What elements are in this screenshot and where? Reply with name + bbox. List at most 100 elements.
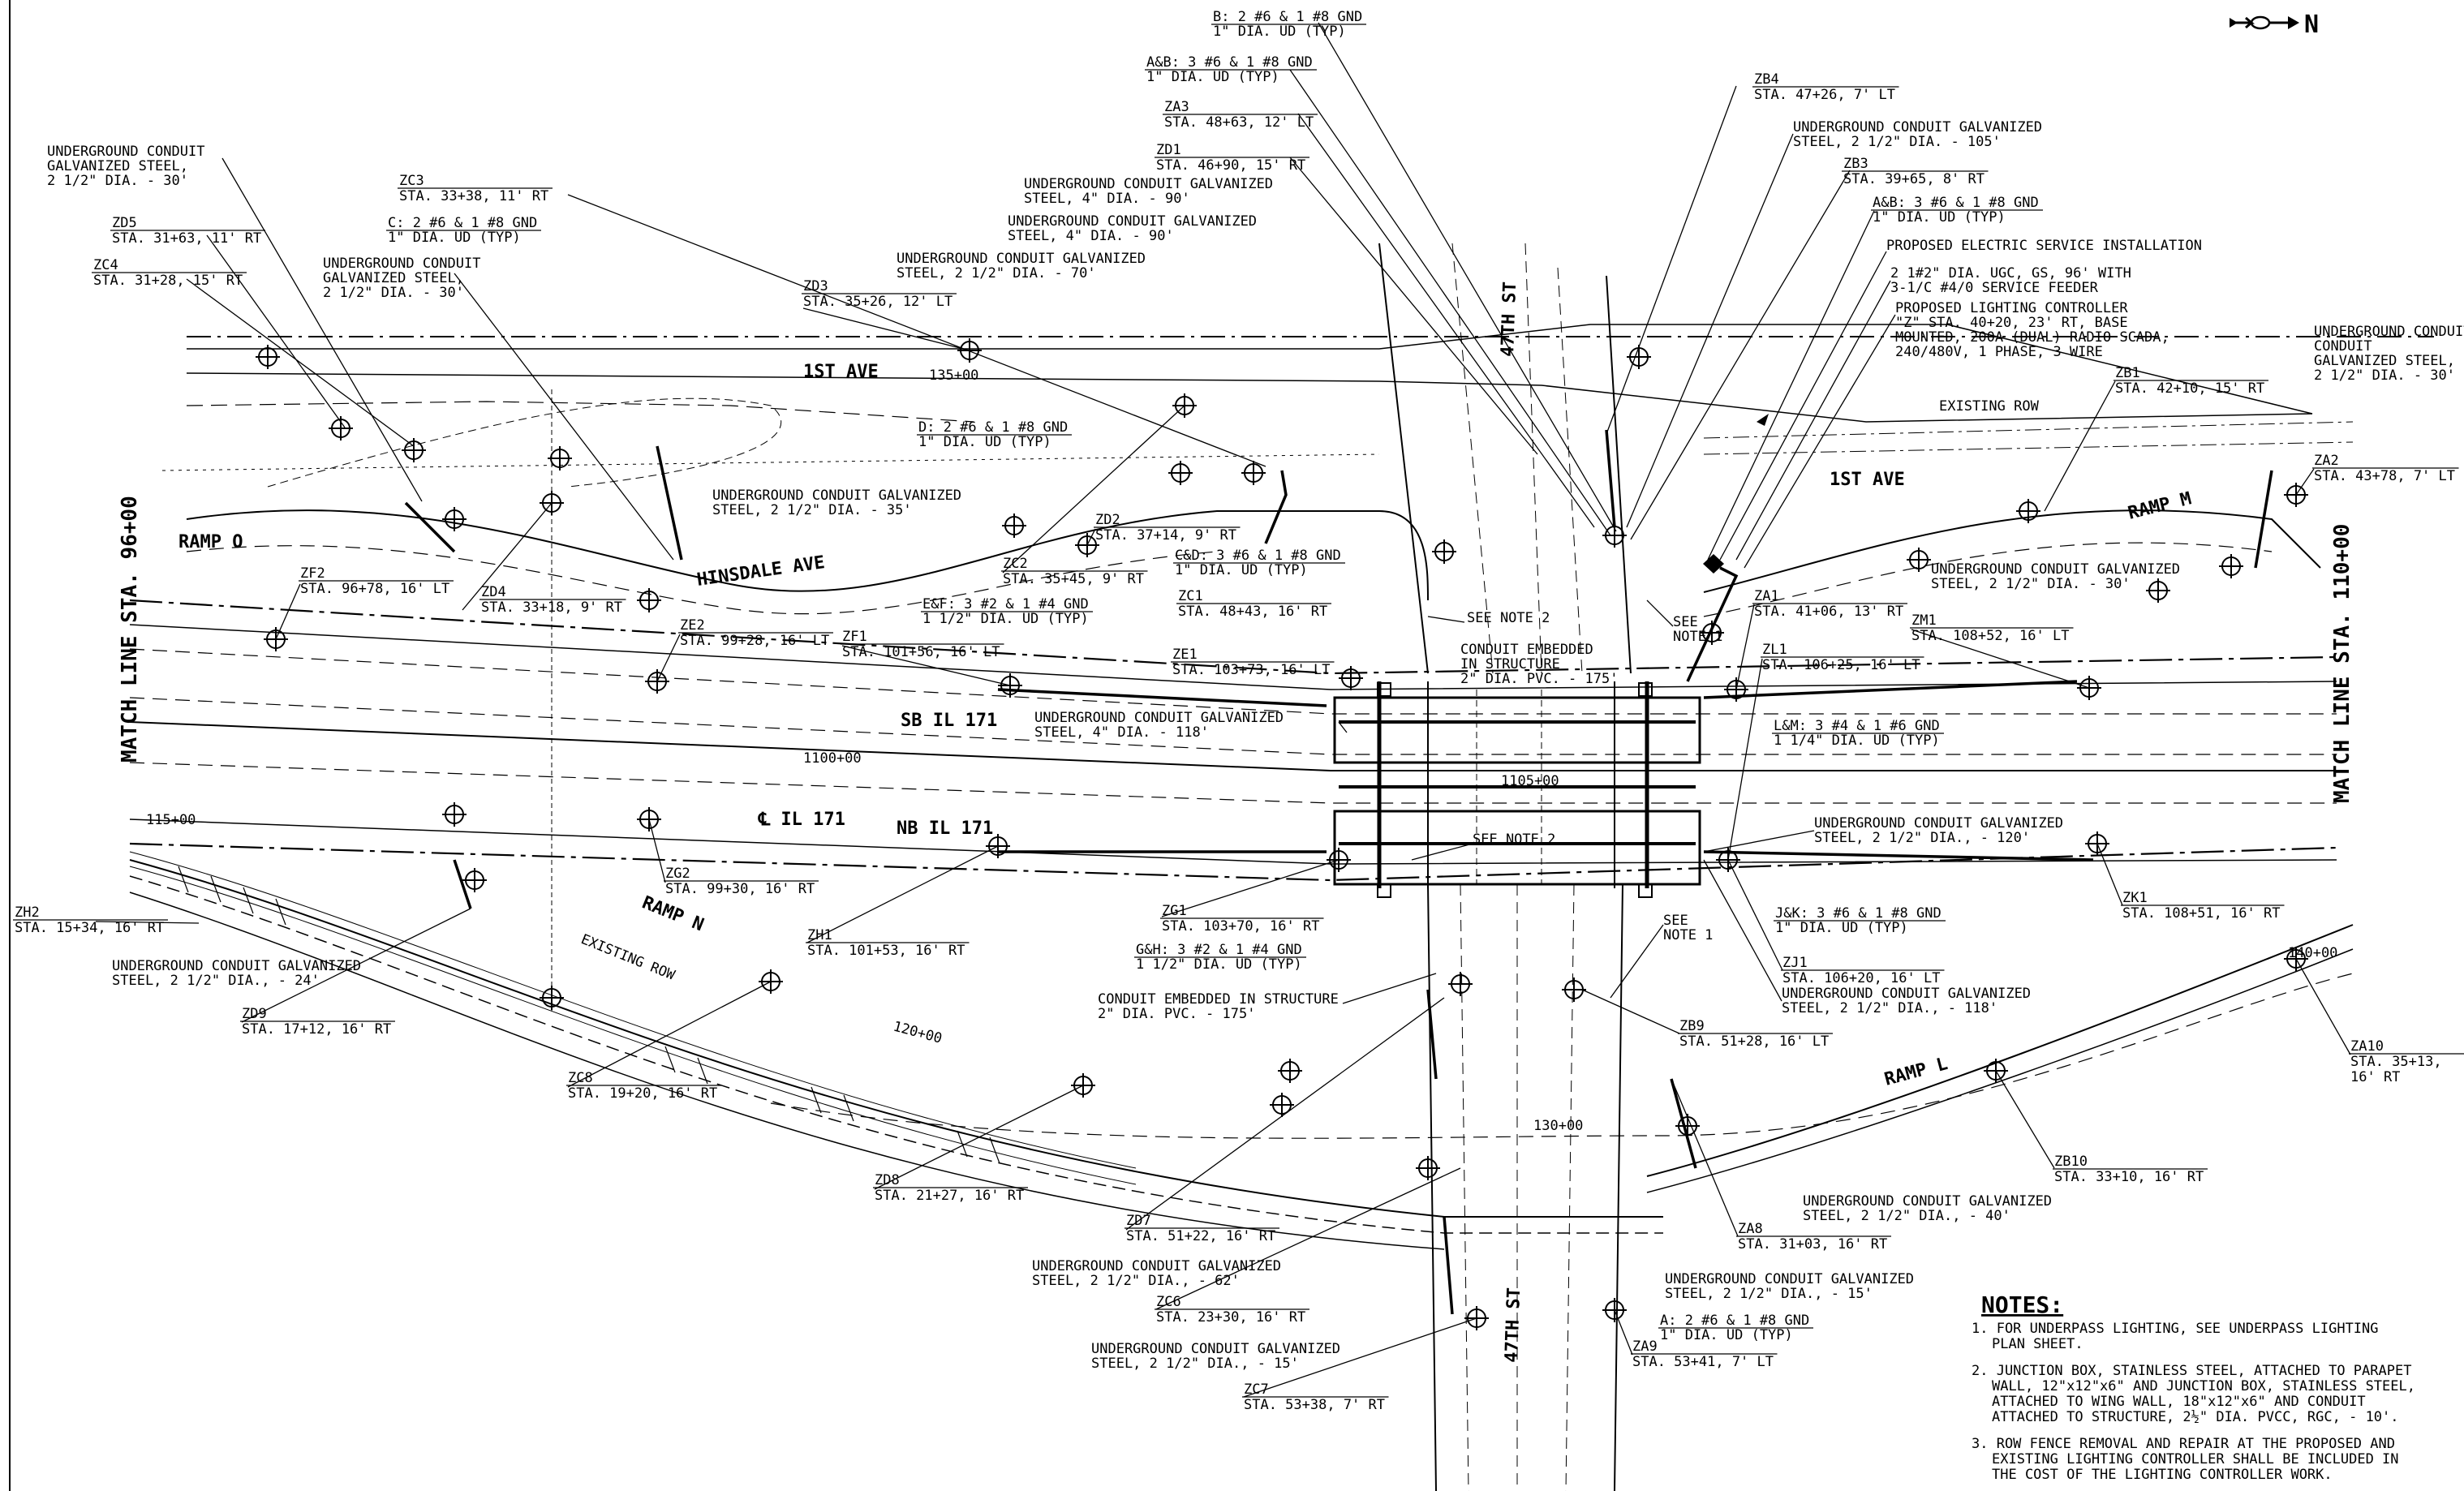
- cable-label-line: 1" DIA. UD (TYP): [1213, 24, 1346, 40]
- leader-line: [1125, 997, 1445, 1231]
- pole-id: ZF2: [300, 565, 325, 582]
- road-label: EXISTING ROW: [1939, 398, 2040, 415]
- pole-station: STA. 17+12, 16' RT: [242, 1021, 391, 1038]
- pole-id: ZB10: [2054, 1154, 2088, 1170]
- note-line: WALL, 12"x12"x6" AND JUNCTION BOX, STAIN…: [1992, 1378, 2415, 1394]
- conduit-label-line: UNDERGROUND CONDUIT GALVANIZED: [712, 488, 961, 504]
- leader-line: [1719, 251, 1887, 561]
- cable-label-line: E&F: 3 #2 & 1 #4 GND: [922, 596, 1089, 612]
- pole-station: STA. 101+53, 16' RT: [807, 943, 965, 959]
- conduit-label-line: 2 1/2" DIA. - 30': [2314, 367, 2455, 384]
- pole-station: STA. 35+13,: [2350, 1054, 2442, 1070]
- leader-line: [1002, 405, 1185, 574]
- leader-line: [802, 307, 970, 351]
- light-pole-icon: [442, 802, 467, 827]
- leader-line: [1243, 1317, 1477, 1398]
- conduit-label-line: UNDERGROUND CONDUIT GALVANIZED: [1034, 710, 1284, 726]
- pole-station: 16' RT: [2350, 1069, 2400, 1085]
- station-label: 135+00: [929, 367, 978, 384]
- pole-id: ZD7: [1126, 1213, 1151, 1229]
- cable-label-line: G&H: 3 #2 & 1 #4 GND: [1136, 942, 1302, 958]
- conduit-label-line: UNDERGROUND CONDUIT GALVANIZED: [1665, 1271, 1914, 1287]
- station-label: 1100+00: [803, 750, 862, 767]
- conduit-label-line: STEEL, 2 1/2" DIA. - 105': [1793, 134, 2001, 150]
- cable-label-line: A&B: 3 #6 & 1 #8 GND: [1146, 54, 1313, 71]
- pole-station: STA. 53+38, 7' RT: [1244, 1397, 1385, 1413]
- pole-station: STA. 15+34, 16' RT: [15, 920, 164, 936]
- pole-id: ZD1: [1156, 142, 1181, 158]
- pole-id: ZC1: [1178, 588, 1203, 604]
- cable-label-line: 1" DIA. UD (TYP): [1775, 920, 1908, 936]
- leader-line: [1727, 859, 1783, 971]
- north-arrow-letter: N: [2304, 11, 2319, 39]
- leader-line: [2044, 380, 2116, 512]
- station-label: 130+00: [1533, 1118, 1583, 1134]
- pole-id: ZG1: [1162, 903, 1187, 919]
- leader-line: [656, 634, 681, 682]
- leader-line: [221, 157, 423, 502]
- leader-line: [1703, 859, 1782, 1002]
- pole-id: ZD5: [112, 215, 137, 231]
- light-pole-icon: [548, 446, 572, 471]
- conduit-label-line: UNDERGROUND CONDUIT GALVANIZED: [1032, 1258, 1281, 1274]
- leader-line: [1735, 280, 1891, 561]
- conduit-label-line: STEEL, 2 1/2" DIA. - 70': [897, 265, 1096, 281]
- pole-station: STA. 39+65, 8' RT: [1843, 171, 1985, 187]
- light-pole-icon: [1339, 666, 1363, 690]
- embedded-conduit-label-line: CONDUIT EMBEDDED: [1460, 642, 1593, 658]
- conduit-label-line: STEEL, 2 1/2" DIA., - 15': [1665, 1286, 1873, 1302]
- conduit-label-line: STEEL, 4" DIA. - 118': [1034, 724, 1209, 741]
- conduit-label-line: UNDERGROUND CONDUIT GALVANIZED: [1814, 815, 2063, 831]
- pole-id: ZK1: [2122, 890, 2148, 906]
- pole-id: ZD4: [481, 584, 506, 600]
- conduit-label-line: UNDERGROUND CONDUIT GALVANIZED: [1931, 561, 2180, 578]
- leader-line: [1703, 830, 1815, 853]
- leader-line: [1735, 604, 1755, 690]
- pole-id: ZC3: [399, 173, 424, 189]
- pole-id: ZB9: [1679, 1018, 1705, 1034]
- pole-id: ZD2: [1095, 512, 1120, 528]
- conduit-label-line: CONDUIT: [2314, 338, 2372, 354]
- pole-station: STA. 33+18, 9' RT: [481, 599, 622, 616]
- road-label: NB IL 171: [897, 819, 993, 839]
- north-arrow-icon: N: [2230, 11, 2319, 39]
- pole-id: ZD9: [242, 1006, 267, 1022]
- light-pole-icon: [637, 588, 661, 612]
- leader-line: [1318, 22, 1617, 532]
- conduit-label-line: GALVANIZED STEEL,: [323, 270, 464, 286]
- conduit-label-line: GALVANIZED STEEL,: [2314, 353, 2455, 369]
- pole-id: ZH1: [807, 927, 832, 943]
- cable-label-line: 1" DIA. UD (TYP): [1175, 562, 1308, 578]
- leader-line: [1086, 528, 1096, 546]
- bridge-structure: [1333, 681, 1701, 898]
- leader-line: [2295, 468, 2315, 496]
- leader-line: [2295, 958, 2351, 1055]
- leader-line: [1614, 1309, 1633, 1356]
- leader-line: [454, 273, 674, 561]
- leader-line: [1289, 157, 1538, 455]
- leader-line: [1626, 133, 1794, 528]
- cable-label-line: 1" DIA. UD (TYP): [918, 434, 1051, 450]
- feeder-label-line: 3-1/C #4/0 SERVICE FEEDER: [1890, 280, 2099, 296]
- light-pole-icon: [2016, 499, 2040, 523]
- feeder-label-line: 2 1#2" DIA. UGC, GS, 96' WITH: [1890, 265, 2131, 281]
- note-line: 3. ROW FENCE REMOVAL AND REPAIR AT THE P…: [1972, 1436, 2395, 1452]
- road-label: RAMP O: [178, 532, 243, 552]
